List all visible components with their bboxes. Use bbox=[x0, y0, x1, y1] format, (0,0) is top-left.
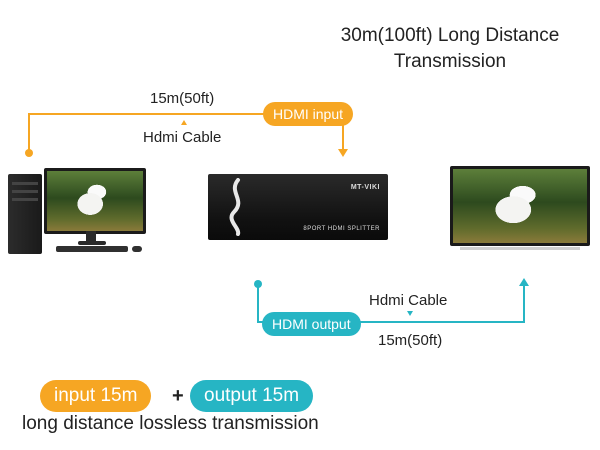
dog-image bbox=[453, 169, 587, 243]
display-tv bbox=[450, 166, 590, 262]
device-model: 8PORT HDMI SPLITTER bbox=[303, 226, 380, 232]
input-marker bbox=[181, 120, 187, 125]
headline-line1: 30m(100ft) Long Distance bbox=[340, 25, 560, 46]
output-arrowhead bbox=[519, 278, 529, 286]
hdmi-input-badge: HDMI input bbox=[263, 102, 354, 126]
keyboard bbox=[56, 246, 128, 252]
mouse bbox=[132, 246, 142, 252]
input-cable-label: Hdmi Cable bbox=[143, 129, 222, 146]
input-length-pill: input 15m bbox=[40, 380, 152, 412]
splitter-logo bbox=[229, 178, 241, 236]
headline-line2: Transmission bbox=[393, 51, 507, 72]
input-length-label: 15m(50ft) bbox=[150, 90, 215, 107]
source-pc bbox=[8, 168, 148, 258]
input-cable-line bbox=[28, 113, 344, 153]
monitor-stand bbox=[78, 241, 106, 245]
output-cable-label: Hdmi Cable bbox=[369, 292, 448, 309]
output-length-label: 15m(50ft) bbox=[378, 332, 443, 349]
hdmi-splitter: MT-VIKI 8PORT HDMI SPLITTER bbox=[208, 174, 388, 240]
input-start-dot bbox=[25, 149, 33, 157]
output-length-pill: output 15m bbox=[190, 380, 314, 412]
output-cable-line bbox=[257, 284, 525, 323]
plus-sign: + bbox=[172, 385, 184, 407]
device-brand: MT-VIKI bbox=[350, 184, 380, 191]
output-start-dot bbox=[254, 280, 262, 288]
pc-tower bbox=[8, 174, 42, 254]
hdmi-output-badge: HDMI output bbox=[262, 312, 361, 336]
summary-caption: long distance lossless transmission bbox=[22, 413, 319, 434]
tv-frame bbox=[450, 166, 590, 246]
dog-image bbox=[47, 171, 143, 231]
tv-stand bbox=[460, 247, 580, 250]
pc-monitor bbox=[44, 168, 146, 234]
output-marker bbox=[407, 311, 413, 316]
input-arrowhead bbox=[338, 149, 348, 157]
